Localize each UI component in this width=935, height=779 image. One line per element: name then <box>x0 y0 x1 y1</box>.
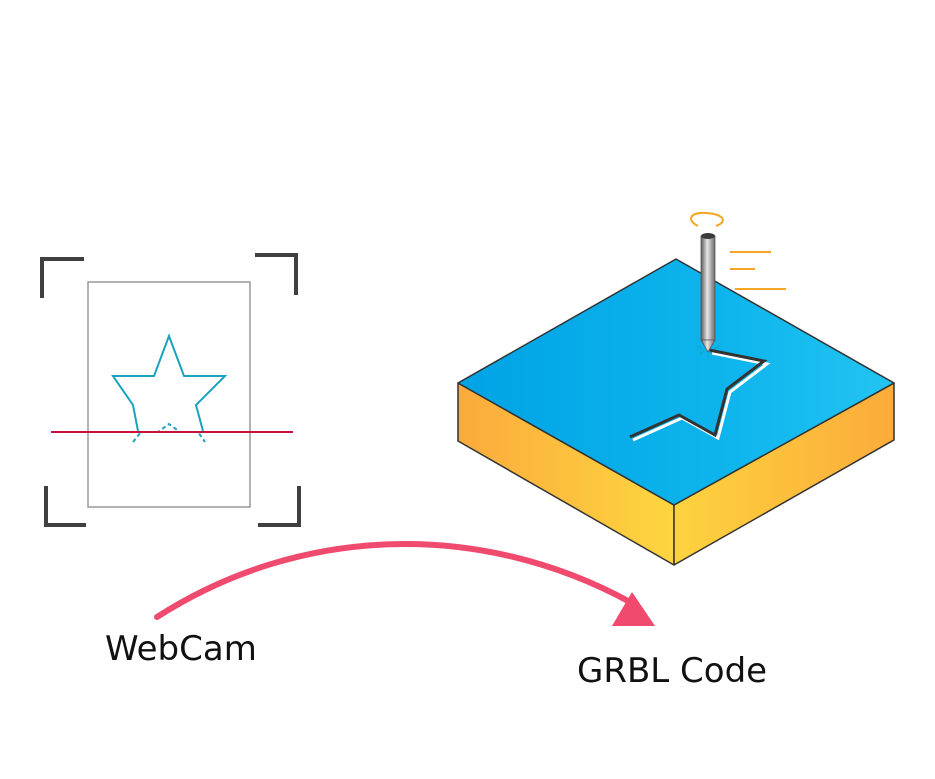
arrow-curve <box>154 541 633 620</box>
transfer-arrow <box>154 541 655 626</box>
spark-lines <box>696 345 720 357</box>
slab-top-face <box>457 258 895 506</box>
engraving-path <box>629 348 768 439</box>
arrow-head <box>612 592 655 626</box>
corner-bottom-left <box>44 486 86 527</box>
motion-lines <box>730 251 786 290</box>
corner-bottom-right <box>258 486 301 527</box>
engraving-highlight <box>632 351 771 442</box>
star-fragment <box>132 422 206 443</box>
scanned-paper <box>87 281 251 508</box>
cnc-workpiece-icon <box>457 258 895 566</box>
webcam-label: WebCam <box>105 629 257 669</box>
corner-top-left <box>40 257 84 298</box>
corner-top-right <box>255 253 298 295</box>
webcam-viewfinder <box>40 253 301 527</box>
tool-tip <box>700 339 716 353</box>
star-icon <box>111 333 228 432</box>
viewfinder-corners-icon <box>40 253 301 527</box>
tool-top <box>701 233 715 239</box>
rotation-indicator <box>690 211 724 227</box>
end-mill-icon <box>690 211 786 357</box>
tool-shank <box>700 235 716 341</box>
grbl-code-label: GRBL Code <box>577 651 768 691</box>
